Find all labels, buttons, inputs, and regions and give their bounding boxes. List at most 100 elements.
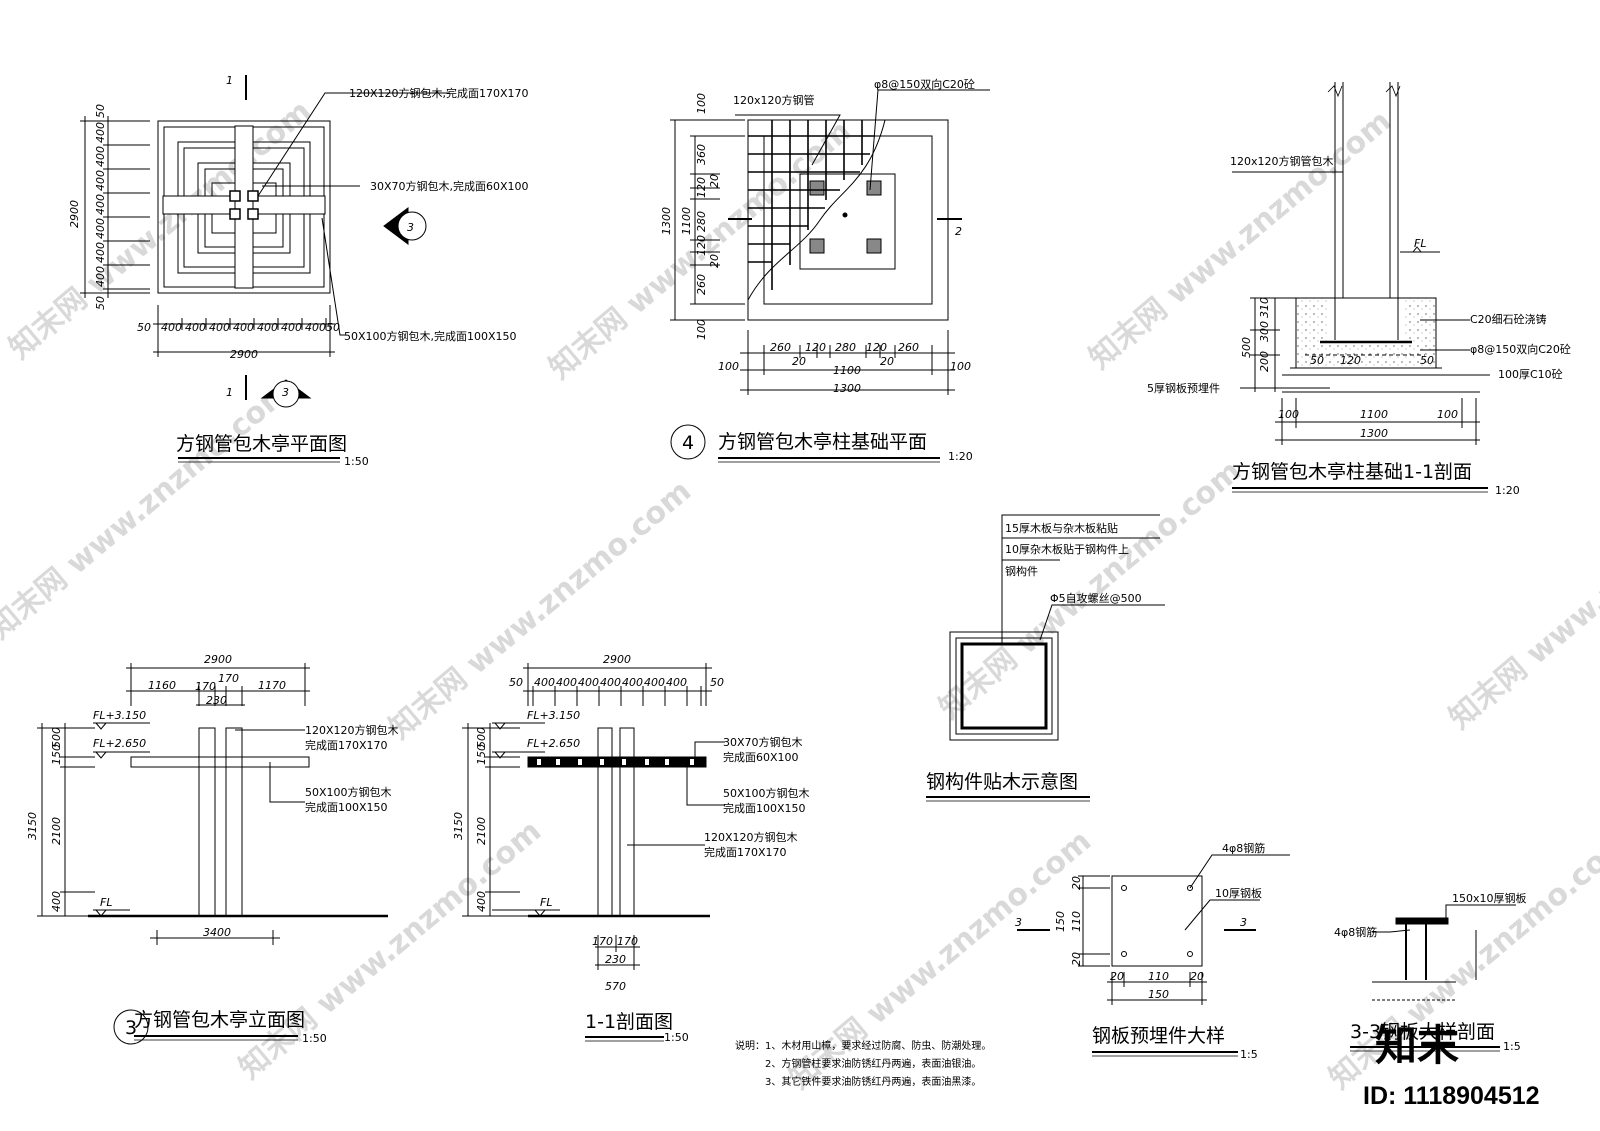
found-plan-dim-v: 120 (695, 235, 708, 256)
found-plan-dim-h: 120 (805, 341, 826, 354)
sec11-dim-v: 3150 (452, 812, 465, 840)
sec11-bottom-dim: 170 (592, 935, 613, 948)
sec11-dim: 400 (622, 676, 643, 689)
found-sec-dim-h: 1100 (1360, 408, 1388, 421)
found-plan-dim-v: 1100 (680, 207, 693, 235)
plate-detail (1017, 854, 1290, 1005)
plate-sec-scale: 1:5 (1503, 1040, 1521, 1053)
found-plan-scale: 1:20 (948, 450, 973, 463)
sec11-label: 120X120方钢包木 (704, 830, 798, 844)
plan-dim: 400 (94, 194, 107, 215)
sec11-dim-v: 2100 (475, 817, 488, 845)
sec11-top-dim: 2900 (603, 653, 631, 666)
plan-label-main-post: 120X120方钢包木,完成面170X170 (349, 86, 529, 100)
wood-detail-note: 10厚杂木板贴于钢构件上 (1005, 542, 1129, 556)
found-sec-dim-inner: 120 (1340, 354, 1361, 367)
elev-top-dim: 2900 (204, 653, 232, 666)
plate-dim: 20 (1190, 970, 1204, 983)
found-sec-label-rebar: φ8@150双向C20砼 (1470, 342, 1571, 356)
plan-dim-total-v: 2900 (68, 200, 81, 228)
found-sec-dim-inner: 50 (1310, 354, 1324, 367)
found-plan-dim-h: 260 (770, 341, 791, 354)
found-sec-dim-h: 100 (1278, 408, 1299, 421)
plan-dim-total-h: 2900 (230, 348, 258, 361)
found-plan-dim-v: 280 (695, 211, 708, 232)
sec11-title: 1-1剖面图 (585, 1011, 673, 1033)
found-sec-dim-v: 310 (1258, 297, 1271, 318)
plate-sec-label-rebar: 4φ8钢筋 (1334, 925, 1377, 939)
plan-scale: 1:50 (344, 455, 369, 468)
sec11-dim-v: 150 (475, 744, 488, 765)
note-line: 2、方钢管柱要求油防锈红丹两遍，表面油银油。 (765, 1057, 981, 1070)
plan-dim: 400 (94, 122, 107, 143)
found-plan-label-tube: 120x120方钢管 (733, 93, 815, 107)
watermark: 知末网 www.znzmo.com (233, 814, 548, 1087)
sec11-dim: 400 (556, 676, 577, 689)
plate-dim: 110 (1148, 970, 1169, 983)
elev-label-beam: 完成面100X150 (305, 800, 388, 814)
wood-detail-note: 钢构件 (1005, 564, 1038, 578)
plate-dim: 150 (1148, 988, 1169, 1001)
sec11-dim: 400 (534, 676, 555, 689)
found-plan-dim-h: 20 (880, 355, 894, 368)
section-1-1 (462, 663, 725, 970)
found-plan-label-rebar: φ8@150双向C20砼 (874, 77, 975, 91)
plan-elev-mark: 3 (407, 221, 414, 234)
found-plan-dim-v: 20 (708, 254, 721, 268)
watermark: 知末网 www.znzmo.com (383, 474, 698, 747)
found-plan-dim-h: 1300 (833, 382, 861, 395)
plan-elev-mark: 3 (282, 386, 289, 399)
elev-dim-v: 500 (50, 727, 63, 748)
plan-label-beam: 50X100方钢包木,完成面100X150 (344, 329, 517, 343)
plan-dim: 400 (209, 321, 230, 334)
plan-dim: 400 (94, 170, 107, 191)
elev-dim: 1160 (148, 679, 176, 692)
wood-detail-note: Φ5自攻螺丝@500 (1050, 591, 1142, 605)
id-label: ID: 1118904512 (1363, 1082, 1540, 1110)
found-plan-dim-h: 20 (792, 355, 806, 368)
elev-base-dim: 3400 (203, 926, 231, 939)
plan-dim: 400 (94, 146, 107, 167)
plan-dim: 400 (185, 321, 206, 334)
brand-logo: 知末 (1375, 1021, 1459, 1070)
plate-dim: 110 (1070, 911, 1083, 932)
elev-dim-v: 400 (50, 891, 63, 912)
elev-number: 3 (125, 1017, 137, 1039)
found-sec-dim-v: 300 (1258, 321, 1271, 342)
watermark: 知末网 www.znzmo.com (0, 374, 298, 647)
found-plan-dim-h: 120 (866, 341, 887, 354)
elev-dim: 170 (195, 680, 216, 693)
sec11-level: FL+3.150 (527, 709, 580, 722)
elev-dim-v: 2100 (50, 817, 63, 845)
plan-dim: 50 (94, 296, 107, 310)
found-plan-mark: 2 (955, 225, 962, 238)
plate-section-labels: 150x10厚钢板 4φ8钢筋 3-3钢板大样剖面 1:5 (1334, 891, 1527, 1053)
note-line: 3、其它铁件要求油防锈红丹两遍，表面油黑漆。 (765, 1075, 981, 1088)
sec11-label: 30X70方钢包木 (723, 735, 803, 749)
plan-dim: 50 (326, 321, 340, 334)
elev-label-post: 完成面170X170 (305, 738, 388, 752)
elev-title: 方钢管包木亭立面图 (134, 1009, 305, 1031)
plan-section-mark: 1 (226, 74, 233, 87)
wood-detail-title: 钢构件贴木示意图 (926, 771, 1078, 793)
section-1-1-labels: 2900 50 400 400 400 400 400 400 400 50 F… (452, 653, 810, 1044)
found-sec-dim-inner: 50 (1420, 354, 1434, 367)
plan-dim: 400 (94, 242, 107, 263)
plate-label-rebar: 4φ8钢筋 (1222, 841, 1265, 855)
found-sec-dim-v: 500 (1240, 337, 1253, 358)
elev-dim-v: 150 (50, 744, 63, 765)
plan-dim: 400 (257, 321, 278, 334)
plan-dim: 400 (305, 321, 326, 334)
found-plan-dim-v: 100 (695, 93, 708, 114)
plate-label-plate: 10厚钢板 (1215, 886, 1262, 900)
plan-dim: 50 (94, 104, 107, 118)
found-sec-fl: FL (1414, 237, 1426, 250)
sec11-label: 50X100方钢包木 (723, 786, 810, 800)
plan-dim: 400 (161, 321, 182, 334)
wood-detail-note: 15厚木板与杂木板粘贴 (1005, 521, 1118, 535)
found-sec-dim-h: 1300 (1360, 427, 1388, 440)
sec11-bottom-dim: 170 (617, 935, 638, 948)
found-plan-dim-v: 120 (695, 177, 708, 198)
elev-level: FL+3.150 (93, 709, 146, 722)
